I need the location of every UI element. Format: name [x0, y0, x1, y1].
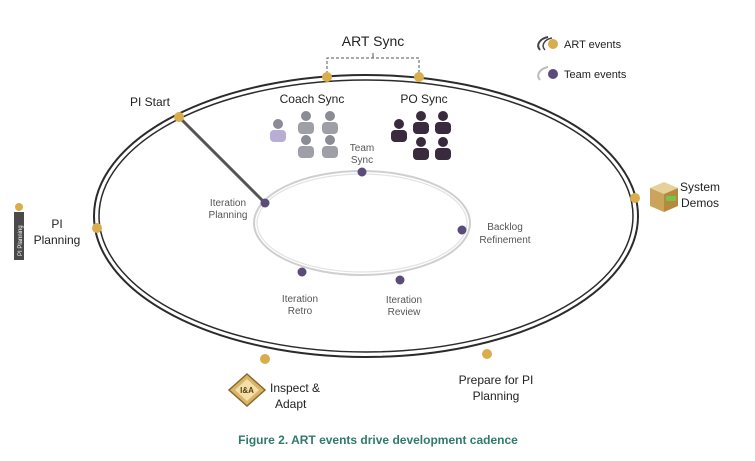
label-coach-sync: Coach Sync — [280, 92, 345, 106]
legend-team-dot-icon — [548, 69, 558, 79]
label-iteration-review-2: Review — [388, 307, 422, 318]
label-inspect-adapt-1: Inspect & — [270, 381, 320, 395]
label-pi-start: PI Start — [130, 95, 171, 109]
art-dot-coach-sync — [322, 72, 332, 82]
legend-team-ring-icon — [537, 66, 549, 81]
legend-team-label: Team events — [564, 69, 627, 81]
art-outer-ring-inner-line — [98, 79, 634, 353]
team-dot-iteration-review — [395, 275, 405, 285]
legend-art-label: ART events — [564, 39, 622, 51]
label-pi-planning-2: Planning — [34, 233, 81, 247]
label-po-sync: PO Sync — [400, 92, 447, 106]
art-dot-pi-start — [174, 112, 184, 122]
art-dot-system-demos — [630, 193, 640, 203]
label-prepare-pi-1: Prepare for PI — [459, 373, 534, 387]
art-dot-po-sync — [414, 72, 424, 82]
pi-planning-banner-icon: PI Planning — [14, 203, 24, 260]
coach-sync-people-icon — [270, 111, 338, 158]
inspect-adapt-badge-text: I&A — [240, 386, 254, 395]
label-iteration-retro-2: Retro — [288, 306, 313, 317]
po-sync-people-icon — [391, 111, 451, 160]
art-sync-label: ART Sync — [342, 33, 405, 49]
label-iteration-planning-2: Planning — [209, 210, 248, 221]
art-dot-inspect-adapt — [260, 354, 270, 364]
label-iteration-retro-1: Iteration — [282, 294, 318, 305]
team-dot-backlog-refinement — [457, 225, 467, 235]
label-backlog-refinement-2: Refinement — [479, 235, 530, 246]
legend-art-dot-icon — [548, 39, 558, 49]
art-outer-ring — [93, 74, 639, 358]
pi-start-connector — [177, 115, 267, 205]
inspect-adapt-badge-icon: I&A — [227, 372, 267, 408]
label-iteration-planning-1: Iteration — [210, 198, 246, 209]
label-prepare-pi-2: Planning — [473, 389, 520, 403]
pi-planning-banner-text: PI Planning — [18, 225, 24, 256]
team-inner-ring-line — [256, 173, 468, 273]
label-backlog-refinement-1: Backlog — [487, 222, 523, 233]
figure-caption: Figure 2. ART events drive development c… — [238, 433, 518, 447]
label-team-sync-1: Team — [350, 143, 374, 154]
art-dot-prepare-pi — [482, 349, 492, 359]
team-dot-team-sync — [357, 167, 367, 177]
label-team-sync-2: Sync — [351, 155, 373, 166]
art-sync-bracket — [326, 57, 420, 74]
team-dot-iteration-planning — [260, 198, 270, 208]
team-inner-ring — [253, 170, 471, 276]
label-system-demos-1: System — [680, 180, 720, 194]
label-system-demos-2: Demos — [681, 196, 719, 210]
label-pi-planning-1: PI — [51, 217, 62, 231]
label-iteration-review-1: Iteration — [386, 295, 422, 306]
art-dot-pi-planning — [92, 223, 102, 233]
legend: ART events Team events — [537, 36, 627, 81]
label-inspect-adapt-2: Adapt — [275, 397, 307, 411]
legend-art-ring-icon — [537, 36, 549, 51]
team-dot-iteration-retro — [297, 267, 307, 277]
system-demos-box-icon — [650, 182, 678, 212]
